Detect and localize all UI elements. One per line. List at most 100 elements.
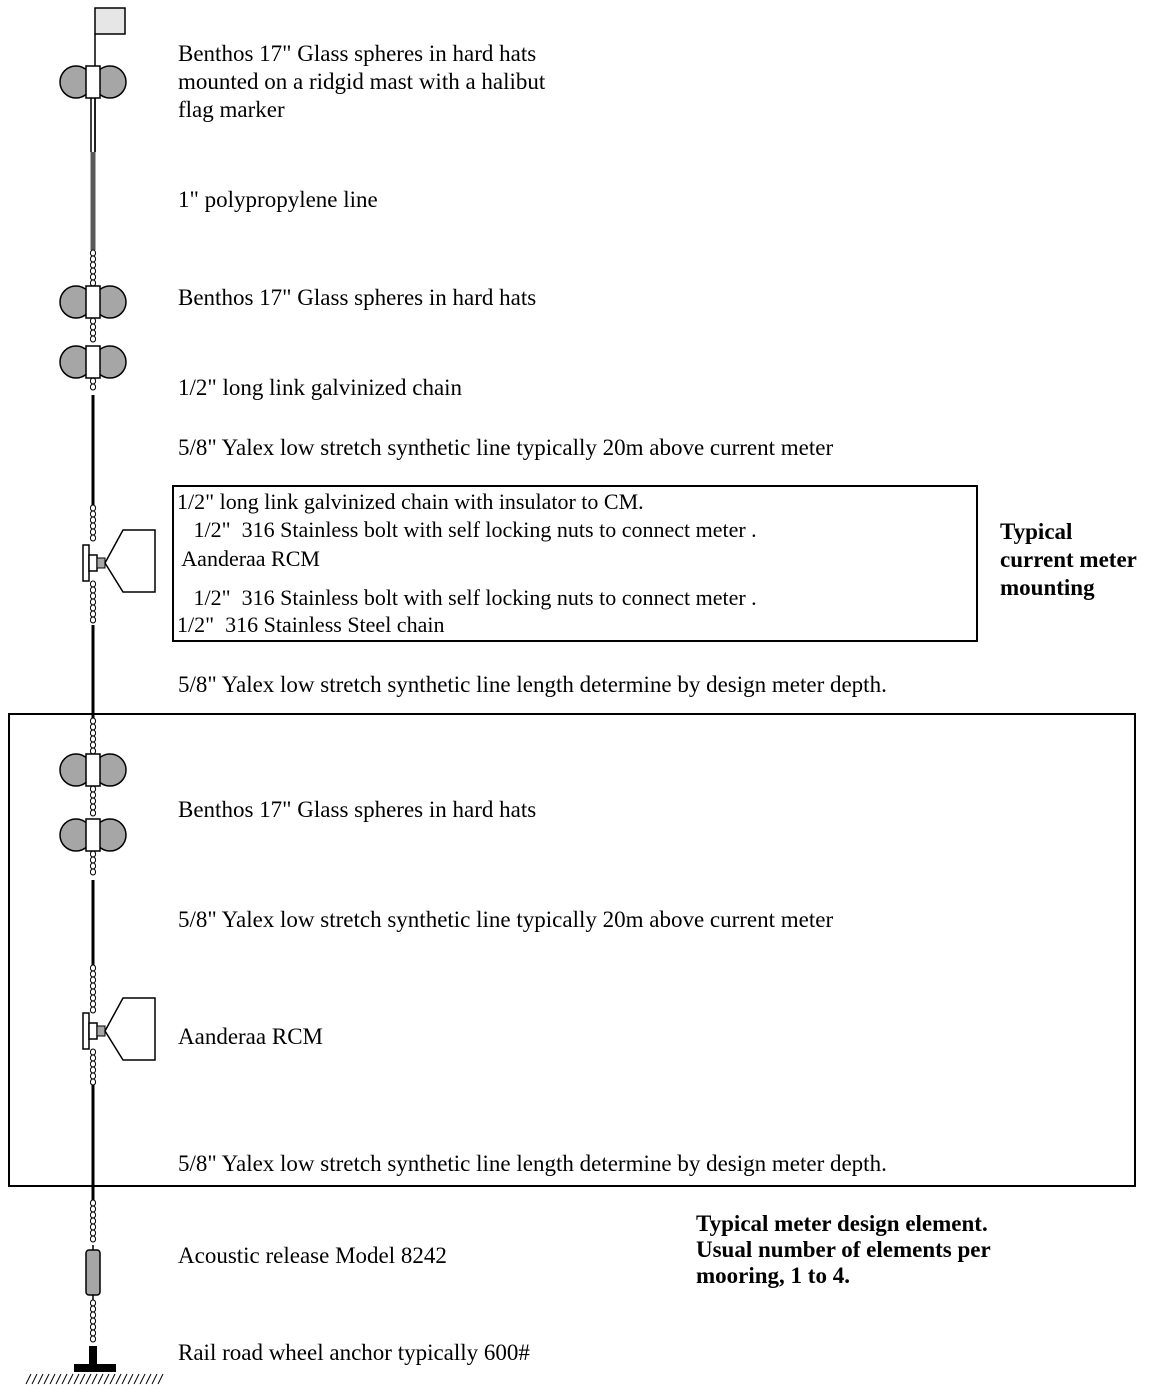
chain-link bbox=[89, 510, 97, 518]
element-caption-1: Typical meter design element. bbox=[696, 1211, 988, 1236]
label-top-float-2: mounted on a ridgid mast with a halibut bbox=[178, 69, 546, 94]
chain-link bbox=[89, 1299, 97, 1307]
chain-link bbox=[89, 1305, 97, 1313]
chain-link bbox=[89, 383, 97, 391]
chain-link bbox=[89, 249, 97, 257]
label-anchor: Rail road wheel anchor typically 600# bbox=[178, 1340, 530, 1365]
chain-link bbox=[89, 261, 97, 269]
seabed-hatch-line bbox=[157, 1373, 164, 1385]
chain-link bbox=[89, 377, 97, 385]
chain-link bbox=[89, 604, 97, 612]
mounting-line-1: 1/2" long link galvinized chain with ins… bbox=[177, 489, 644, 514]
label-spheres-1: Benthos 17" Glass spheres in hard hats bbox=[178, 285, 537, 310]
spheres-pair-2-icon bbox=[59, 345, 127, 379]
seabed-hatch-line bbox=[115, 1373, 122, 1385]
chain-link bbox=[89, 267, 97, 275]
seabed-hatch-line bbox=[67, 1373, 74, 1385]
chain-link bbox=[89, 1199, 97, 1207]
seabed-hatch-line bbox=[91, 1373, 98, 1385]
chain-link bbox=[89, 335, 97, 343]
label-release: Acoustic release Model 8242 bbox=[178, 1243, 447, 1268]
chain-link bbox=[89, 504, 97, 512]
seabed-hatch-line bbox=[127, 1373, 134, 1385]
chain-link bbox=[89, 580, 97, 588]
seabed-hatch-line bbox=[97, 1373, 104, 1385]
meter-design-element-box bbox=[8, 713, 1136, 1187]
chain-link bbox=[89, 1317, 97, 1325]
chain-link bbox=[89, 279, 97, 287]
mounting-caption-1: Typical bbox=[1000, 519, 1073, 544]
chain-link bbox=[89, 273, 97, 281]
chain-link bbox=[89, 598, 97, 606]
mounting-line-5: 1/2" 316 Stainless Steel chain bbox=[177, 612, 445, 637]
chain-link bbox=[89, 1217, 97, 1225]
chain-link bbox=[89, 255, 97, 263]
chain-link bbox=[89, 1223, 97, 1231]
seabed-hatch-line bbox=[55, 1373, 62, 1385]
label-yalex-4: 5/8" Yalex low stretch synthetic line le… bbox=[178, 1151, 887, 1176]
chain-link bbox=[89, 1323, 97, 1331]
element-caption-3: mooring, 1 to 4. bbox=[696, 1263, 850, 1288]
seabed-hatch-line bbox=[73, 1373, 80, 1385]
chain-link bbox=[89, 323, 97, 331]
spheres-pair-4-icon bbox=[59, 818, 127, 852]
label-yalex-2: 5/8" Yalex low stretch synthetic line le… bbox=[178, 672, 887, 697]
seabed-hatch-line bbox=[49, 1373, 56, 1385]
label-rcm-2: Aanderaa RCM bbox=[178, 1024, 323, 1049]
flag-icon bbox=[94, 7, 126, 35]
seabed-hatch-line bbox=[151, 1373, 158, 1385]
element-caption-2: Usual number of elements per bbox=[696, 1237, 991, 1262]
chain-link bbox=[89, 1335, 97, 1343]
current-meter-mounting-box bbox=[172, 485, 978, 642]
chain-link bbox=[89, 1235, 97, 1243]
seabed-hatch-line bbox=[43, 1373, 50, 1385]
chain-link bbox=[89, 317, 97, 325]
chain-link bbox=[89, 868, 97, 876]
seabed-hatch bbox=[25, 1373, 164, 1385]
chain-link bbox=[89, 534, 97, 542]
label-spheres-2: Benthos 17" Glass spheres in hard hats bbox=[178, 797, 537, 822]
chain-link bbox=[89, 1311, 97, 1319]
chain-link bbox=[89, 1211, 97, 1219]
chain-link bbox=[89, 809, 97, 817]
chain-link bbox=[89, 516, 97, 524]
mounting-line-4: 1/2" 316 Stainless bolt with self lockin… bbox=[177, 585, 757, 610]
label-poly-line: 1" polypropylene line bbox=[178, 187, 378, 212]
chain-link bbox=[89, 616, 97, 624]
mounting-caption-3: mounting bbox=[1000, 575, 1095, 600]
chain-link bbox=[89, 586, 97, 594]
mounting-line-3: Aanderaa RCM bbox=[177, 546, 320, 571]
chain-link bbox=[89, 1006, 97, 1014]
seabed-hatch-line bbox=[103, 1373, 110, 1385]
mounting-caption-2: current meter bbox=[1000, 547, 1137, 572]
current-meter-1-icon bbox=[82, 529, 156, 593]
label-top-float-1: Benthos 17" Glass spheres in hard hats bbox=[178, 41, 537, 66]
seabed-hatch-line bbox=[145, 1373, 152, 1385]
seabed-hatch-line bbox=[31, 1373, 38, 1385]
chain-segments bbox=[89, 249, 97, 1343]
seabed-hatch-line bbox=[79, 1373, 86, 1385]
top-float-spheres-icon bbox=[59, 65, 127, 99]
seabed-hatch-line bbox=[121, 1373, 128, 1385]
label-yalex-1: 5/8" Yalex low stretch synthetic line ty… bbox=[178, 435, 834, 460]
chain-link bbox=[89, 528, 97, 536]
spheres-pair-1-icon bbox=[59, 285, 127, 319]
seabed-hatch-line bbox=[61, 1373, 68, 1385]
chain-link bbox=[89, 522, 97, 530]
acoustic-release-icon bbox=[85, 1245, 101, 1300]
current-meter-2-icon bbox=[82, 997, 156, 1061]
seabed-hatch-line bbox=[37, 1373, 44, 1385]
spheres-pair-3-icon bbox=[59, 753, 127, 787]
chain-link bbox=[89, 1329, 97, 1337]
chain-link bbox=[89, 1205, 97, 1213]
seabed-hatch-line bbox=[85, 1373, 92, 1385]
chain-link bbox=[89, 610, 97, 618]
seabed-hatch-line bbox=[139, 1373, 146, 1385]
chain-link bbox=[89, 1229, 97, 1237]
mounting-line-2: 1/2" 316 Stainless bolt with self lockin… bbox=[177, 517, 757, 542]
label-yalex-3: 5/8" Yalex low stretch synthetic line ty… bbox=[178, 907, 834, 932]
chain-link bbox=[89, 329, 97, 337]
label-chain-1: 1/2" long link galvinized chain bbox=[178, 375, 463, 400]
chain-link bbox=[89, 592, 97, 600]
